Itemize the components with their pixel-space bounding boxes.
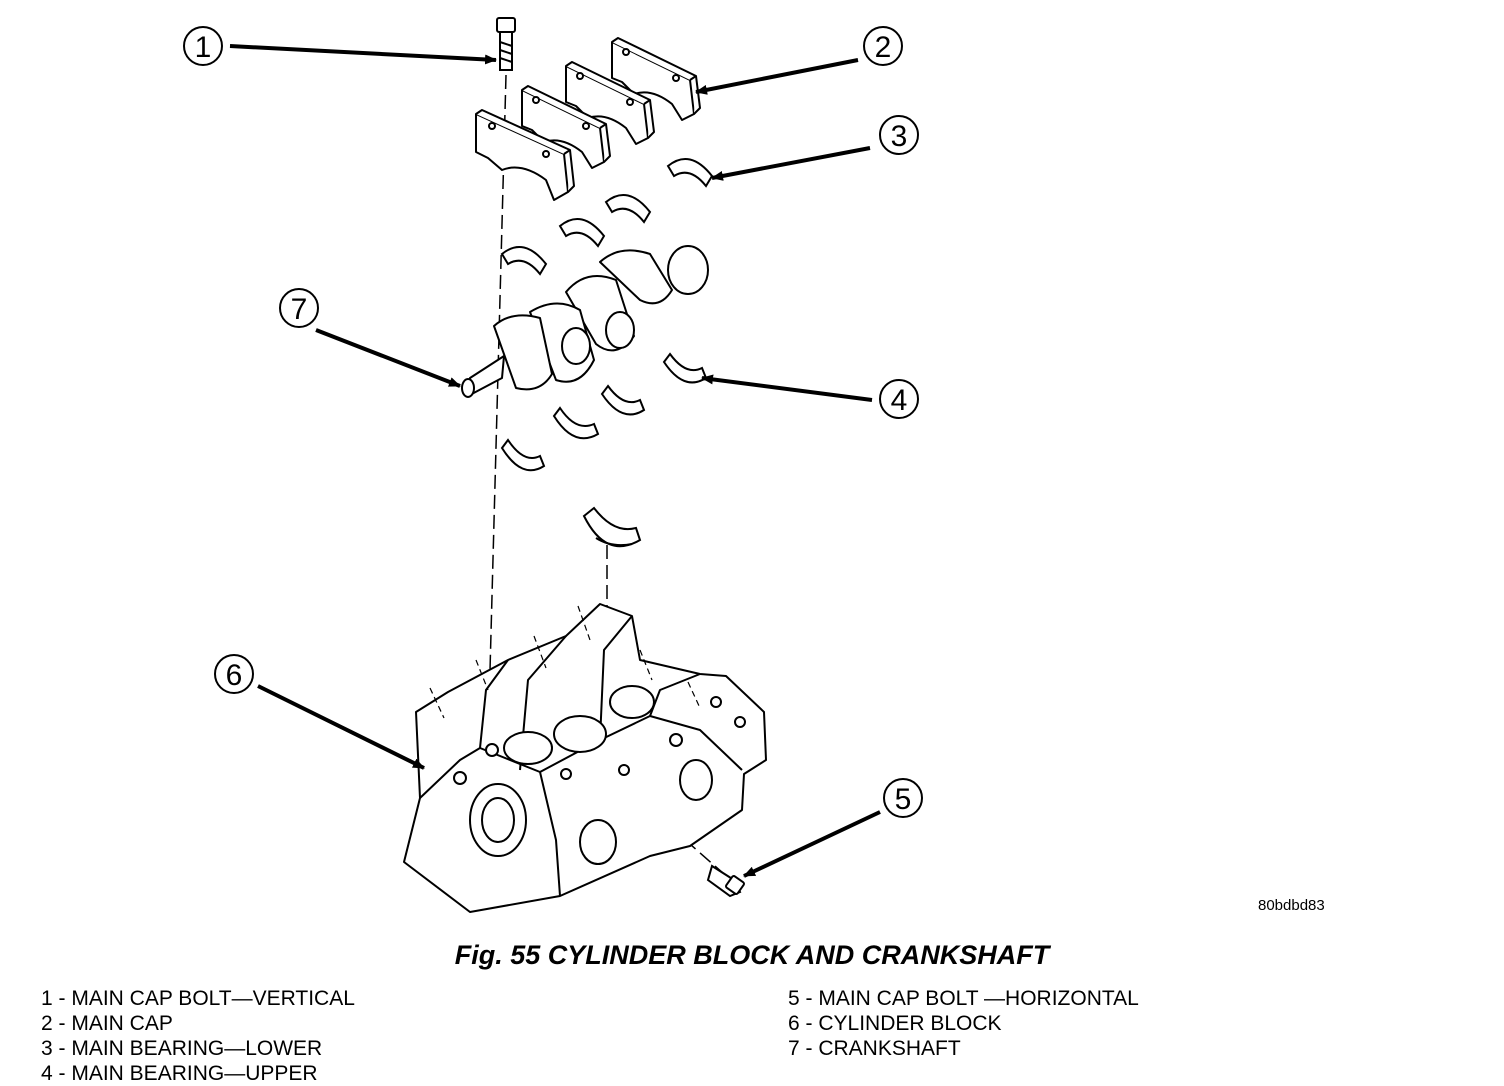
callout-5-number: 5 [895,783,912,816]
callout-6: 6 [214,654,254,694]
leader-arrow-2 [695,58,859,95]
leader-arrow-4 [701,374,873,402]
main-cap-4 [611,37,701,121]
legend-item: 5 - MAIN CAP BOLT —HORIZONTAL [788,987,1139,1010]
legend-item: 3 - MAIN BEARING—LOWER [41,1037,323,1060]
leader-arrows [229,44,881,878]
alignment-lines [487,74,725,875]
legend-item: 1 - MAIN CAP BOLT—VERTICAL [41,987,355,1010]
callout-2: 2 [863,26,903,66]
callout-2-number: 2 [875,31,892,64]
callout-3: 3 [879,115,919,155]
callout-4-number: 4 [891,384,908,417]
callout-4: 4 [879,379,919,419]
main-caps [475,37,701,201]
cylinder-block [403,603,767,913]
callout-1: 1 [183,26,223,66]
callout-5: 5 [883,778,923,818]
main-cap-bolt-horizontal [706,864,745,898]
callout-1-number: 1 [195,31,212,64]
main-bearings-lower [500,157,714,276]
leader-arrow-5 [743,810,881,878]
image-code: 80bdbd83 [1258,897,1325,914]
leader-arrow-3 [711,146,871,181]
callout-7: 7 [279,288,319,328]
callouts: 1 2 3 4 5 6 7 [183,26,923,818]
legend-right-column: 5 - MAIN CAP BOLT —HORIZONTAL 6 - CYLIND… [788,986,1139,1061]
legend-item: 2 - MAIN CAP [41,1012,173,1035]
main-bearings-upper [500,352,708,548]
leader-arrow-1 [229,44,497,65]
callout-6-number: 6 [226,659,243,692]
leader-arrow-6 [257,684,425,770]
main-cap-1 [475,109,575,201]
legend-item: 4 - MAIN BEARING—UPPER [41,1062,318,1085]
callout-3-number: 3 [891,120,908,153]
figure-caption: Fig. 55 CYLINDER BLOCK AND CRANKSHAFT [454,940,1050,970]
main-cap-bolt-vertical [496,17,516,71]
leader-arrow-7 [315,328,461,388]
legend-item: 6 - CYLINDER BLOCK [788,1012,1002,1035]
legend-item: 7 - CRANKSHAFT [788,1037,961,1060]
legend-left-column: 1 - MAIN CAP BOLT—VERTICAL 2 - MAIN CAP … [41,986,355,1086]
crankshaft [461,245,709,398]
callout-7-number: 7 [291,293,308,326]
